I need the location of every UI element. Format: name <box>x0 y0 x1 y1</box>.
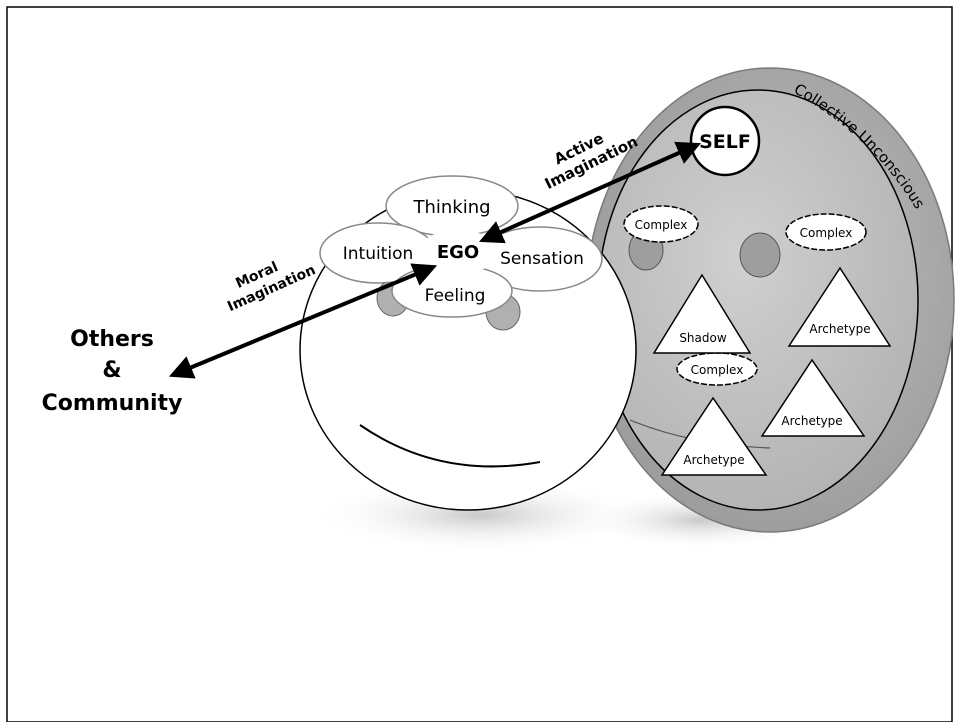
moral-imagination-arrow <box>168 263 438 379</box>
archetype-triangle-2: Archetype <box>760 358 866 437</box>
others-community-label: Others & Community <box>42 327 183 416</box>
archetype-triangle-1: Archetype <box>787 266 892 347</box>
shadow-triangle: Shadow <box>652 273 752 354</box>
svg-text:&: & <box>102 358 121 383</box>
svg-text:Shadow: Shadow <box>679 331 727 345</box>
complex-cloud-1: Complex <box>623 205 699 243</box>
svg-text:Complex: Complex <box>691 363 744 377</box>
svg-text:Archetype: Archetype <box>781 414 842 428</box>
svg-text:Archetype: Archetype <box>809 322 870 336</box>
ego-center <box>418 230 498 274</box>
smile <box>359 424 541 468</box>
intuition-label: Intuition <box>343 244 414 264</box>
thinking-label: Thinking <box>412 197 490 218</box>
archetype-triangle-3: Archetype <box>660 396 768 476</box>
svg-text:Others: Others <box>70 327 154 352</box>
self-label: SELF <box>699 131 751 153</box>
svg-text:Archetype: Archetype <box>683 453 744 467</box>
complex-cloud-3: Complex <box>676 352 758 386</box>
sensation-label: Sensation <box>500 249 584 269</box>
disc-right-eye <box>739 232 781 278</box>
active-imagination-arrow <box>479 141 701 244</box>
complex-cloud-2: Complex <box>785 213 867 251</box>
self-circle <box>689 105 761 177</box>
face-shadow <box>310 477 650 553</box>
svg-text:Community: Community <box>42 391 183 416</box>
feeling-label: Feeling <box>425 286 486 306</box>
svg-text:Complex: Complex <box>800 226 853 240</box>
ego-label: EGO <box>437 242 479 263</box>
svg-text:Complex: Complex <box>635 218 688 232</box>
